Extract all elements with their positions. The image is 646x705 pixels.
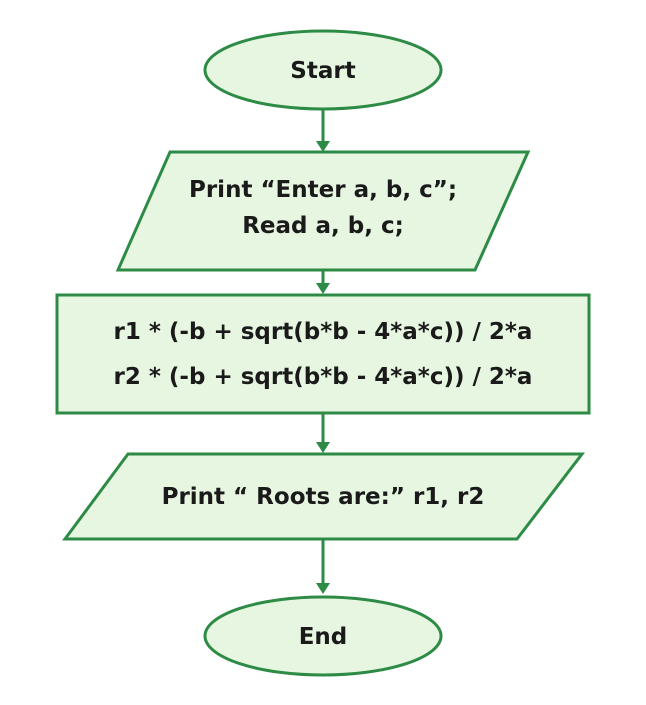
input-line-1: Print “Enter a, b, c”;: [189, 177, 457, 203]
connector-input-to-process: [316, 270, 330, 294]
end-node: End: [203, 595, 443, 677]
arrowhead-icon: [316, 141, 330, 152]
output-node: Print “ Roots are:” r1, r2: [62, 452, 586, 541]
input-line-2: Read a, b, c;: [242, 213, 404, 239]
end-terminal-shape: [203, 595, 443, 677]
process-line-1: r1 * (-b + sqrt(b*b - 4*a*c)) / 2*a: [114, 319, 533, 345]
arrowhead-icon: [316, 583, 330, 594]
start-label: Start: [290, 58, 355, 84]
arrowhead-icon: [316, 442, 330, 453]
end-label: End: [299, 624, 348, 650]
output-parallelogram-shape: [62, 452, 586, 541]
output-label: Print “ Roots are:” r1, r2: [162, 484, 485, 510]
connector-start-to-input: [316, 109, 330, 152]
input-node: Print “Enter a, b, c”; Read a, b, c;: [115, 150, 531, 272]
process-node: r1 * (-b + sqrt(b*b - 4*a*c)) / 2*a r2 *…: [55, 293, 591, 415]
connector-output-to-end: [316, 539, 330, 594]
process-line-2: r2 * (-b + sqrt(b*b - 4*a*c)) / 2*a: [114, 364, 533, 390]
process-rectangle-shape: [55, 293, 591, 415]
connector-process-to-output: [316, 413, 330, 453]
arrowhead-icon: [316, 283, 330, 294]
start-node: Start: [203, 29, 443, 111]
input-parallelogram-shape: [115, 150, 531, 272]
